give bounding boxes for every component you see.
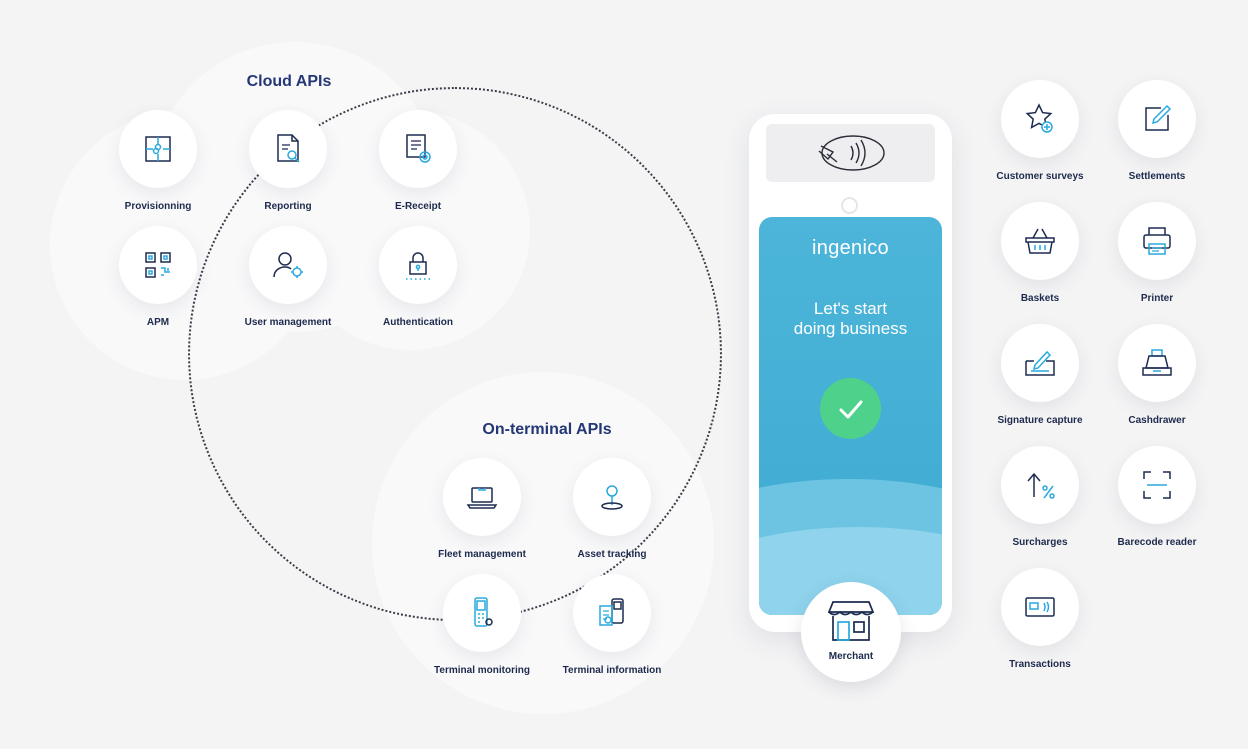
api-item-label: Authentication [383, 317, 453, 328]
api-item-fleet-management[interactable]: Fleet management [417, 458, 547, 560]
api-item-label: Terminal monitoring [434, 665, 530, 676]
api-item-reporting[interactable]: Reporting [223, 110, 353, 212]
puzzle-icon [119, 110, 197, 188]
api-item-label: E-Receipt [394, 201, 442, 212]
laptop-icon [443, 458, 521, 536]
signature-icon [1001, 324, 1079, 402]
api-item-label: Terminal information [562, 665, 662, 676]
api-item-terminal-information[interactable]: Terminal information [547, 574, 677, 676]
merchant-label: Merchant [828, 651, 874, 662]
feature-label: Cashdrawer [1128, 415, 1186, 426]
feature-label: Transactions [1009, 659, 1071, 670]
feature-baskets[interactable]: Baskets [975, 202, 1105, 304]
api-item-label: User management [244, 317, 332, 328]
cloud-apis-title: Cloud APIs [246, 73, 332, 90]
printer-icon [1118, 202, 1196, 280]
feature-label: Baskets [1020, 293, 1060, 304]
api-item-label: Provisionning [124, 201, 192, 212]
api-item-terminal-monitoring[interactable]: Terminal monitoring [417, 574, 547, 676]
terminal-gear-icon [443, 574, 521, 652]
check-icon [820, 378, 881, 439]
feature-settlements[interactable]: Settlements [1092, 80, 1222, 182]
percent-arrow-icon [1001, 446, 1079, 524]
terminal-screen: ingenico Let's start doing business [759, 217, 942, 615]
lock-icon [379, 226, 457, 304]
terminal-info-icon [573, 574, 651, 652]
cash-register-icon [1118, 324, 1196, 402]
barcode-scan-icon [1118, 446, 1196, 524]
feature-label: Signature capture [997, 415, 1083, 426]
api-item-label: APM [146, 317, 170, 328]
brand-logo: ingenico [812, 237, 889, 259]
feature-label: Surcharges [1012, 537, 1068, 548]
email-receipt-icon [379, 110, 457, 188]
contactless-reader [766, 124, 935, 182]
card-transaction-icon [1001, 568, 1079, 646]
api-item-e-receipt[interactable]: E-Receipt [353, 110, 483, 212]
payment-terminal: ingenico Let's start doing business [749, 114, 952, 632]
feature-customer-surveys[interactable]: Customer surveys [975, 80, 1105, 182]
feature-cashdrawer[interactable]: Cashdrawer [1092, 324, 1222, 426]
edit-icon [1118, 80, 1196, 158]
api-item-label: Fleet management [438, 549, 526, 560]
tagline-line2: doing business [793, 319, 908, 338]
api-item-asset-tracking[interactable]: Asset tracking [547, 458, 677, 560]
feature-label: Settlements [1128, 171, 1186, 182]
star-plus-icon [1001, 80, 1079, 158]
contactless-card-icon [818, 135, 885, 171]
api-item-user-management[interactable]: User management [223, 226, 353, 328]
basket-icon [1001, 202, 1079, 280]
feature-surcharges[interactable]: Surcharges [975, 446, 1105, 548]
location-pin-icon [573, 458, 651, 536]
api-item-provisionning[interactable]: Provisionning [93, 110, 223, 212]
feature-transactions[interactable]: Transactions [975, 568, 1105, 670]
feature-printer[interactable]: Printer [1092, 202, 1222, 304]
feature-label: Customer surveys [996, 171, 1084, 182]
feature-barecode-reader[interactable]: Barecode reader [1092, 446, 1222, 548]
on-terminal-apis-title: On-terminal APIs [482, 421, 612, 438]
api-item-apm[interactable]: APM [93, 226, 223, 328]
feature-label: Printer [1140, 293, 1174, 304]
user-gear-icon [249, 226, 327, 304]
storefront-icon [827, 601, 875, 641]
merchant-badge[interactable]: Merchant [801, 582, 901, 682]
api-item-authentication[interactable]: Authentication [353, 226, 483, 328]
tagline-line1: Let's start [813, 299, 888, 318]
terminal-camera [843, 199, 856, 212]
api-item-label: Asset tracking [577, 549, 647, 560]
qr-code-icon [119, 226, 197, 304]
feature-label: Barecode reader [1117, 537, 1197, 548]
screen-tagline: Let's start doing business [759, 299, 942, 339]
api-item-label: Reporting [264, 201, 312, 212]
feature-signature-capture[interactable]: Signature capture [975, 324, 1105, 426]
report-search-icon [249, 110, 327, 188]
